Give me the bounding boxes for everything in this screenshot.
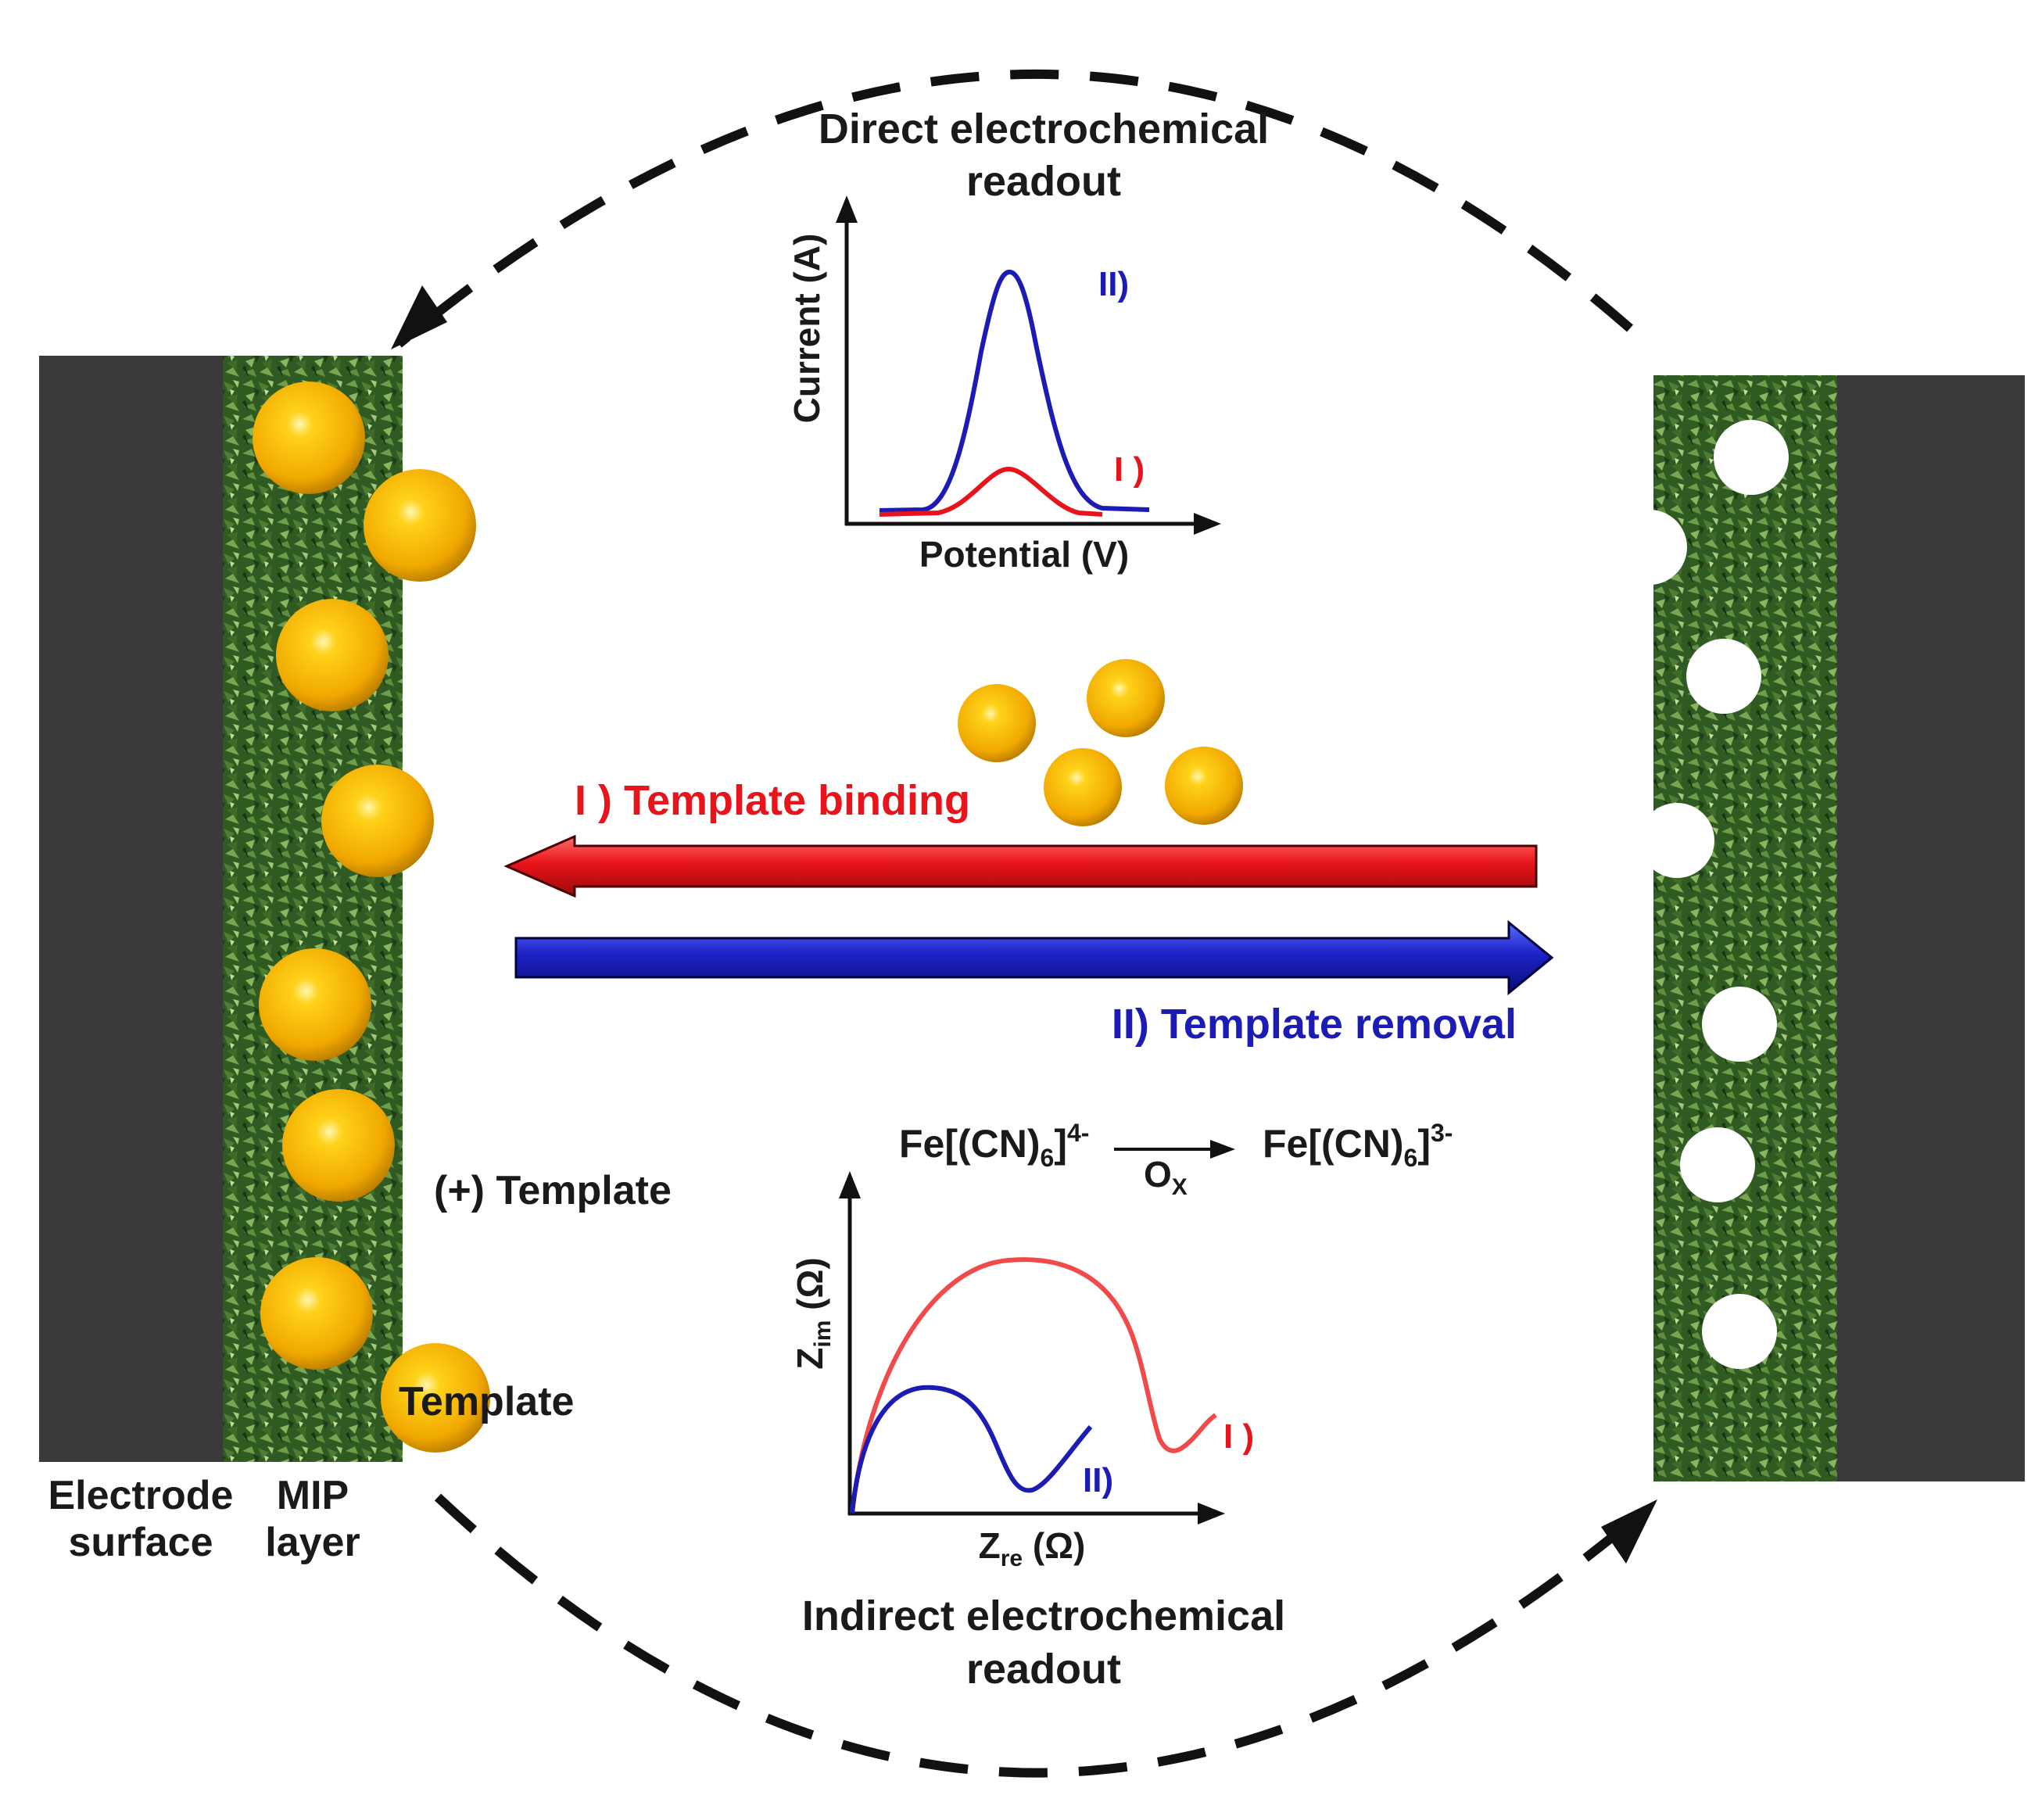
direct-readout-panel: Direct electrochemical readout II) I ) C… (786, 106, 1269, 575)
reactant-bracket: ] (1054, 1122, 1067, 1166)
reaction-equation: Fe[(CN)6]4- (899, 1119, 1089, 1172)
direct-y-axis-label: Current (A) (786, 234, 827, 424)
indirect-removal-curve-label: II) (1083, 1461, 1113, 1499)
free-template-spheres (958, 659, 1243, 826)
right-electrode-assembly (1612, 375, 2025, 1481)
template-label: Template (399, 1379, 574, 1424)
imprinted-cavity (1612, 510, 1687, 585)
imprinted-cavity (1639, 803, 1714, 878)
imprinted-cavity (1714, 420, 1789, 495)
template-sphere (276, 599, 389, 711)
direct-readout-title-line2: readout (966, 158, 1121, 205)
direct-y-axis-arrowhead (836, 195, 858, 223)
electrode-label-line1: Electrode (48, 1473, 234, 1518)
reactant-subscript: 6 (1041, 1144, 1055, 1172)
zre-base: Z (979, 1525, 1001, 1566)
voltammogram-curve-binding (879, 466, 1103, 517)
oxidant-base: O (1144, 1154, 1172, 1195)
zim-base: Z (790, 1348, 830, 1370)
reactant-formula: Fe[(CN) (899, 1122, 1041, 1166)
bottom-arc-arrowhead (1601, 1499, 1657, 1564)
indirect-readout-panel: Fe[(CN)6]4- OX Fe[(CN)6]3- I ) II) Zim (… (790, 1119, 1453, 1693)
imprinted-cavity (1686, 639, 1761, 714)
left-template-spheres (253, 382, 490, 1453)
direct-binding-curve-label: I ) (1114, 450, 1145, 489)
mip-label-line2: layer (265, 1520, 360, 1565)
zim-sub: im (810, 1320, 836, 1348)
template-sphere (253, 382, 365, 494)
nyquist-curve-removal (850, 1385, 1093, 1514)
zre-unit: (Ω) (1023, 1525, 1085, 1566)
indirect-x-axis-arrowhead (1198, 1503, 1225, 1524)
template-binding-label: I ) Template binding (575, 777, 970, 824)
imprinted-cavity (1702, 987, 1777, 1062)
template-sphere (282, 1089, 395, 1202)
cycle-dashed-arc (391, 70, 1657, 1778)
zre-sub: re (1001, 1546, 1023, 1571)
indirect-binding-curve-label: I ) (1223, 1417, 1254, 1456)
template-sphere (1165, 747, 1243, 825)
binding-arrow-shape (503, 834, 1538, 898)
top-arc-arrowhead (391, 285, 447, 349)
bottom-dashed-arc (434, 1493, 1645, 1778)
mip-label-line1: MIP (277, 1473, 349, 1518)
indirect-y-axis-label: Zim (Ω) (790, 1257, 836, 1369)
template-sphere (381, 1343, 490, 1453)
product-formula: Fe[(CN) (1263, 1122, 1404, 1166)
direct-x-axis-label: Potential (V) (919, 534, 1129, 575)
template-sphere (260, 1257, 373, 1370)
template-removal-label: II) Template removal (1112, 1001, 1517, 1048)
indirect-readout-title-line2: readout (966, 1646, 1121, 1693)
template-sphere (1044, 748, 1122, 826)
imprinted-cavity (1680, 1127, 1755, 1202)
plus-template-label: (+) Template (434, 1168, 672, 1213)
template-sphere (321, 765, 434, 877)
removal-arrow (514, 919, 1554, 996)
nyquist-curve-binding (850, 1257, 1217, 1514)
reactant-charge: 4- (1067, 1119, 1089, 1147)
product-subscript: 6 (1404, 1144, 1418, 1172)
oxidant-label: OX (1144, 1154, 1188, 1200)
template-sphere (259, 948, 371, 1061)
template-sphere (958, 684, 1036, 762)
left-electrode-assembly: Template (+) Template Electrode surface … (39, 356, 672, 1565)
product-bracket: ] (1417, 1122, 1431, 1166)
top-dashed-arc (396, 70, 1633, 348)
product-charge: 3- (1431, 1119, 1453, 1147)
direct-removal-curve-label: II) (1098, 265, 1129, 303)
right-electrode-surface (1837, 375, 2025, 1481)
right-imprinted-cavities (1612, 420, 1789, 1369)
indirect-x-axis-label: Zre (Ω) (979, 1525, 1086, 1571)
zim-unit: (Ω) (790, 1257, 830, 1320)
left-electrode-surface (39, 356, 227, 1462)
indirect-y-axis-arrowhead (839, 1171, 861, 1198)
direct-readout-title-line1: Direct electrochemical (819, 106, 1269, 152)
binding-arrow (503, 834, 1538, 898)
template-sphere (1087, 659, 1165, 737)
electrode-label-line2: surface (69, 1520, 213, 1565)
direct-x-axis-arrowhead (1194, 513, 1221, 535)
indirect-readout-title-line1: Indirect electrochemical (802, 1592, 1285, 1639)
template-sphere (364, 469, 476, 582)
imprinted-cavity (1702, 1294, 1777, 1369)
reaction-arrowhead (1210, 1140, 1235, 1159)
product-equation: Fe[(CN)6]3- (1263, 1119, 1453, 1172)
removal-arrow-shape (514, 919, 1554, 996)
oxidant-subscript: X (1172, 1174, 1188, 1200)
voltammogram-curve-removal (879, 269, 1150, 513)
